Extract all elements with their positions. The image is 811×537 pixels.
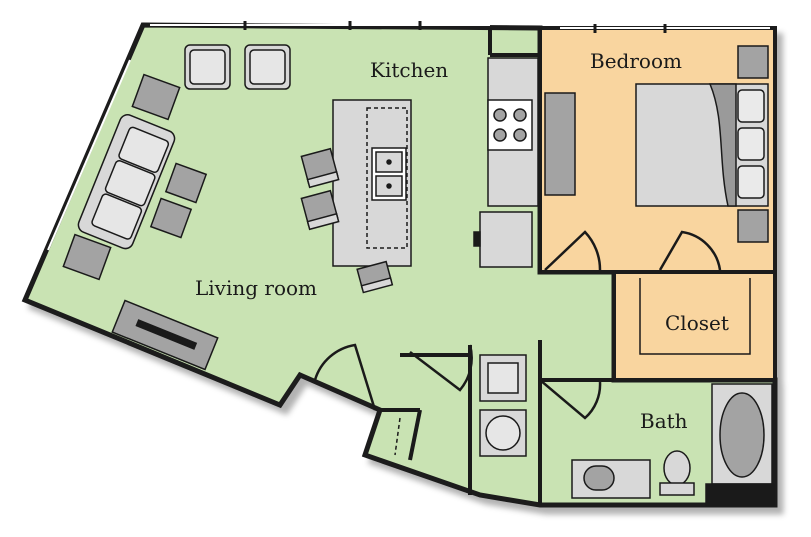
- stools-top: [184, 44, 291, 90]
- bedroom-label: Bedroom: [590, 49, 682, 73]
- bed: [635, 83, 769, 207]
- left-wall-windows: [47, 59, 131, 251]
- entry-closet-marker: [394, 417, 401, 456]
- bath-fixtures: [571, 383, 775, 506]
- laundry: [479, 354, 527, 457]
- tv-console: [111, 299, 219, 371]
- ottoman-1: [164, 162, 208, 204]
- nightstand-bottom: [737, 209, 769, 243]
- island-stools: [300, 147, 394, 294]
- stove-icon: [487, 99, 533, 151]
- side-table-bottom: [62, 233, 112, 281]
- kitchen-island: [332, 99, 412, 267]
- closet-floor: [612, 270, 777, 382]
- bath-label: Bath: [640, 409, 688, 433]
- closet-shelf: [639, 278, 751, 355]
- kitchen-label: Kitchen: [370, 58, 448, 82]
- sofa: [77, 114, 176, 250]
- bath-door: [539, 379, 602, 420]
- entry-door: [313, 343, 377, 411]
- window-mullions: [243, 21, 667, 33]
- bedroom-doors: [544, 230, 722, 271]
- kitchen-counter: [473, 57, 539, 268]
- ottoman-2: [149, 197, 193, 239]
- toilet-icon: [659, 450, 695, 496]
- dresser: [544, 92, 576, 196]
- side-table-top: [131, 73, 181, 121]
- fridge-icon: [479, 211, 533, 268]
- living-room-label: Living room: [195, 276, 317, 300]
- bedroom-furniture: [544, 45, 769, 243]
- living-furniture: [62, 73, 219, 371]
- closet-label: Closet: [665, 311, 729, 335]
- laundry-door: [409, 344, 473, 392]
- nightstand-top: [737, 45, 769, 79]
